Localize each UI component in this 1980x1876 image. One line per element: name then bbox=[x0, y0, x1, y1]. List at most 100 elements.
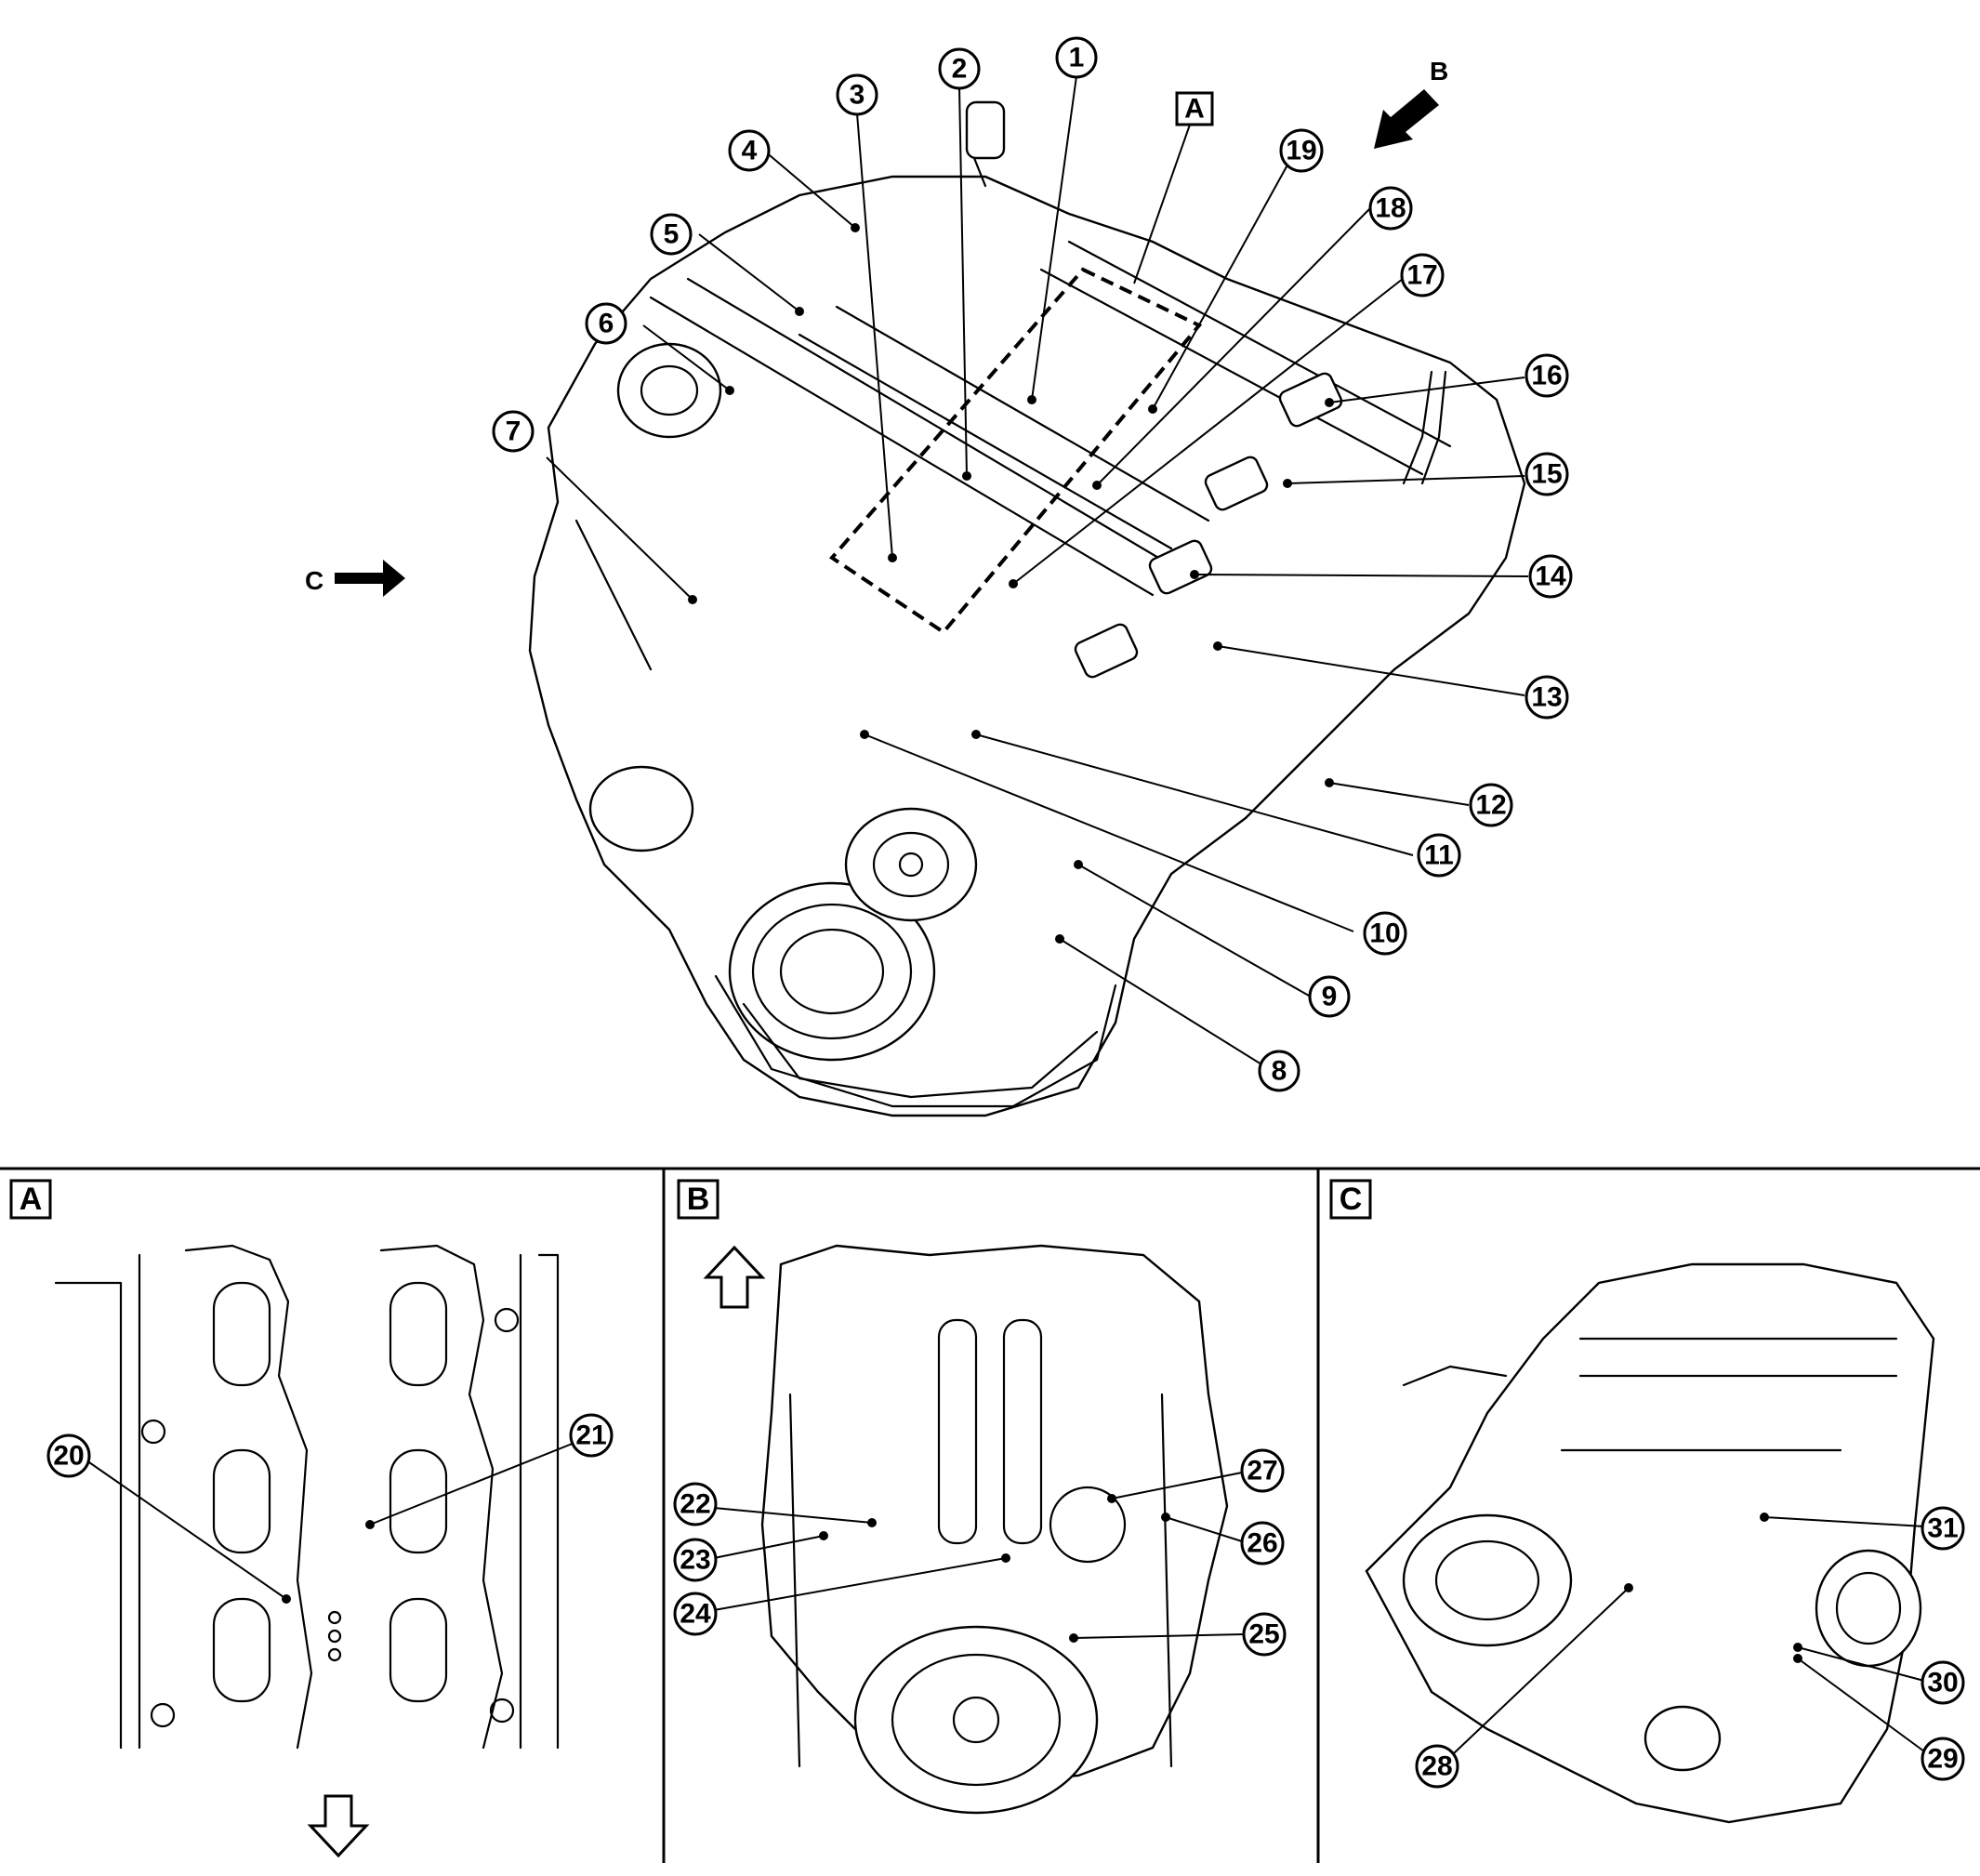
outline-arrow-icon bbox=[307, 1794, 370, 1858]
callout-26: 26 bbox=[1240, 1521, 1285, 1566]
callout-22: 22 bbox=[673, 1482, 718, 1526]
callout-21: 21 bbox=[569, 1413, 614, 1458]
solid-arrow-icon bbox=[1374, 89, 1439, 149]
svg-text:11: 11 bbox=[1424, 840, 1454, 871]
svg-text:14: 14 bbox=[1535, 561, 1566, 592]
throttle-body bbox=[616, 342, 722, 439]
callout-18: 18 bbox=[1368, 186, 1413, 231]
svg-text:13: 13 bbox=[1531, 682, 1562, 713]
engine-rear-view bbox=[760, 1244, 1229, 1815]
svg-text:31: 31 bbox=[1927, 1513, 1958, 1544]
callout-3: 3 bbox=[836, 73, 878, 116]
svg-text:4: 4 bbox=[742, 136, 758, 166]
panel-a-leaders bbox=[73, 1438, 585, 1600]
oil-pan bbox=[714, 974, 1117, 1108]
callout-16: 16 bbox=[1525, 353, 1569, 398]
callout-13: 13 bbox=[1525, 675, 1569, 720]
callout-5: 5 bbox=[650, 213, 693, 256]
svg-text:25: 25 bbox=[1248, 1619, 1279, 1650]
panel-c: C 28 29 30 31 bbox=[1329, 1179, 1965, 1824]
panel-c-label: C bbox=[1329, 1179, 1372, 1220]
solid-arrow-icon bbox=[335, 560, 405, 597]
main-callouts: 1 2 3 4 5 6 7 8 9 10 11 12 13 14 15 16 1… bbox=[492, 36, 1573, 1092]
engine-illustration-main bbox=[528, 100, 1526, 1117]
svg-text:22: 22 bbox=[680, 1489, 710, 1520]
callout-15: 15 bbox=[1525, 452, 1569, 496]
callout-24: 24 bbox=[673, 1592, 718, 1636]
svg-text:17: 17 bbox=[1406, 260, 1437, 291]
svg-text:15: 15 bbox=[1531, 459, 1562, 490]
callout-8: 8 bbox=[1258, 1050, 1300, 1092]
callout-11: 11 bbox=[1417, 833, 1461, 878]
view-b-arrow: B bbox=[1374, 57, 1448, 149]
svg-text:12: 12 bbox=[1475, 790, 1506, 821]
view-c-arrow: C bbox=[305, 560, 405, 597]
svg-text:2: 2 bbox=[952, 54, 968, 85]
callout-9: 9 bbox=[1308, 975, 1351, 1018]
main-leader-lines bbox=[546, 75, 1529, 1068]
svg-text:A: A bbox=[20, 1182, 43, 1217]
callout-27: 27 bbox=[1240, 1448, 1285, 1493]
svg-text:21: 21 bbox=[575, 1420, 606, 1451]
panel-a: A 20 21 bbox=[9, 1179, 614, 1858]
callout-28: 28 bbox=[1415, 1744, 1459, 1789]
callout-10: 10 bbox=[1363, 911, 1407, 956]
alternator bbox=[588, 765, 694, 852]
callout-2: 2 bbox=[938, 47, 981, 90]
callout-31: 31 bbox=[1921, 1506, 1965, 1551]
svg-text:6: 6 bbox=[599, 309, 614, 339]
callout-17: 17 bbox=[1400, 253, 1445, 297]
svg-text:26: 26 bbox=[1247, 1528, 1277, 1559]
panel-c-leaders bbox=[1453, 1516, 1925, 1754]
svg-text:C: C bbox=[305, 566, 323, 595]
svg-text:30: 30 bbox=[1927, 1668, 1958, 1698]
intake-ports-detail bbox=[54, 1244, 560, 1750]
callout-1: 1 bbox=[1055, 36, 1098, 79]
detail-a-ref-label: A bbox=[1133, 91, 1214, 284]
callout-19: 19 bbox=[1279, 128, 1324, 173]
callout-6: 6 bbox=[585, 302, 627, 345]
panel-b: B 22 23 24 25 26 bbox=[673, 1179, 1287, 1815]
svg-text:5: 5 bbox=[664, 219, 680, 250]
svg-text:19: 19 bbox=[1286, 136, 1316, 166]
panel-frame bbox=[0, 1167, 1980, 1863]
svg-text:3: 3 bbox=[850, 80, 865, 111]
main-leader-dots bbox=[688, 223, 1334, 944]
svg-text:7: 7 bbox=[506, 416, 521, 447]
svg-text:27: 27 bbox=[1247, 1456, 1277, 1486]
callout-14: 14 bbox=[1528, 554, 1573, 599]
callout-4: 4 bbox=[728, 129, 771, 172]
crank-pulley bbox=[728, 807, 978, 1062]
svg-text:1: 1 bbox=[1069, 43, 1085, 73]
svg-text:B: B bbox=[1430, 57, 1448, 86]
callout-25: 25 bbox=[1242, 1612, 1287, 1657]
svg-text:A: A bbox=[1184, 94, 1205, 125]
svg-text:24: 24 bbox=[680, 1599, 711, 1630]
callout-12: 12 bbox=[1469, 783, 1513, 827]
engine-side-view bbox=[1365, 1262, 1935, 1824]
callout-7: 7 bbox=[492, 410, 535, 453]
detail-a-region-outline bbox=[828, 267, 1203, 635]
svg-text:28: 28 bbox=[1421, 1751, 1452, 1782]
svg-text:20: 20 bbox=[53, 1441, 84, 1472]
svg-text:C: C bbox=[1340, 1182, 1363, 1217]
callout-20: 20 bbox=[46, 1433, 91, 1478]
panel-a-label: A bbox=[9, 1179, 52, 1220]
callout-23: 23 bbox=[673, 1538, 718, 1582]
coil-pack-group bbox=[1074, 372, 1343, 679]
outline-arrow-icon bbox=[703, 1245, 766, 1309]
svg-text:18: 18 bbox=[1375, 193, 1406, 224]
svg-text:23: 23 bbox=[680, 1545, 710, 1576]
callout-30: 30 bbox=[1921, 1660, 1965, 1705]
panel-b-leaders bbox=[713, 1472, 1245, 1639]
callout-29: 29 bbox=[1921, 1737, 1965, 1781]
main-engine-view: A B C bbox=[305, 36, 1573, 1117]
svg-text:B: B bbox=[687, 1182, 710, 1217]
svg-text:29: 29 bbox=[1927, 1744, 1958, 1775]
svg-text:8: 8 bbox=[1272, 1056, 1287, 1087]
svg-text:9: 9 bbox=[1322, 982, 1338, 1012]
svg-text:16: 16 bbox=[1531, 361, 1562, 391]
svg-text:10: 10 bbox=[1369, 918, 1400, 949]
panel-b-label: B bbox=[677, 1179, 719, 1220]
